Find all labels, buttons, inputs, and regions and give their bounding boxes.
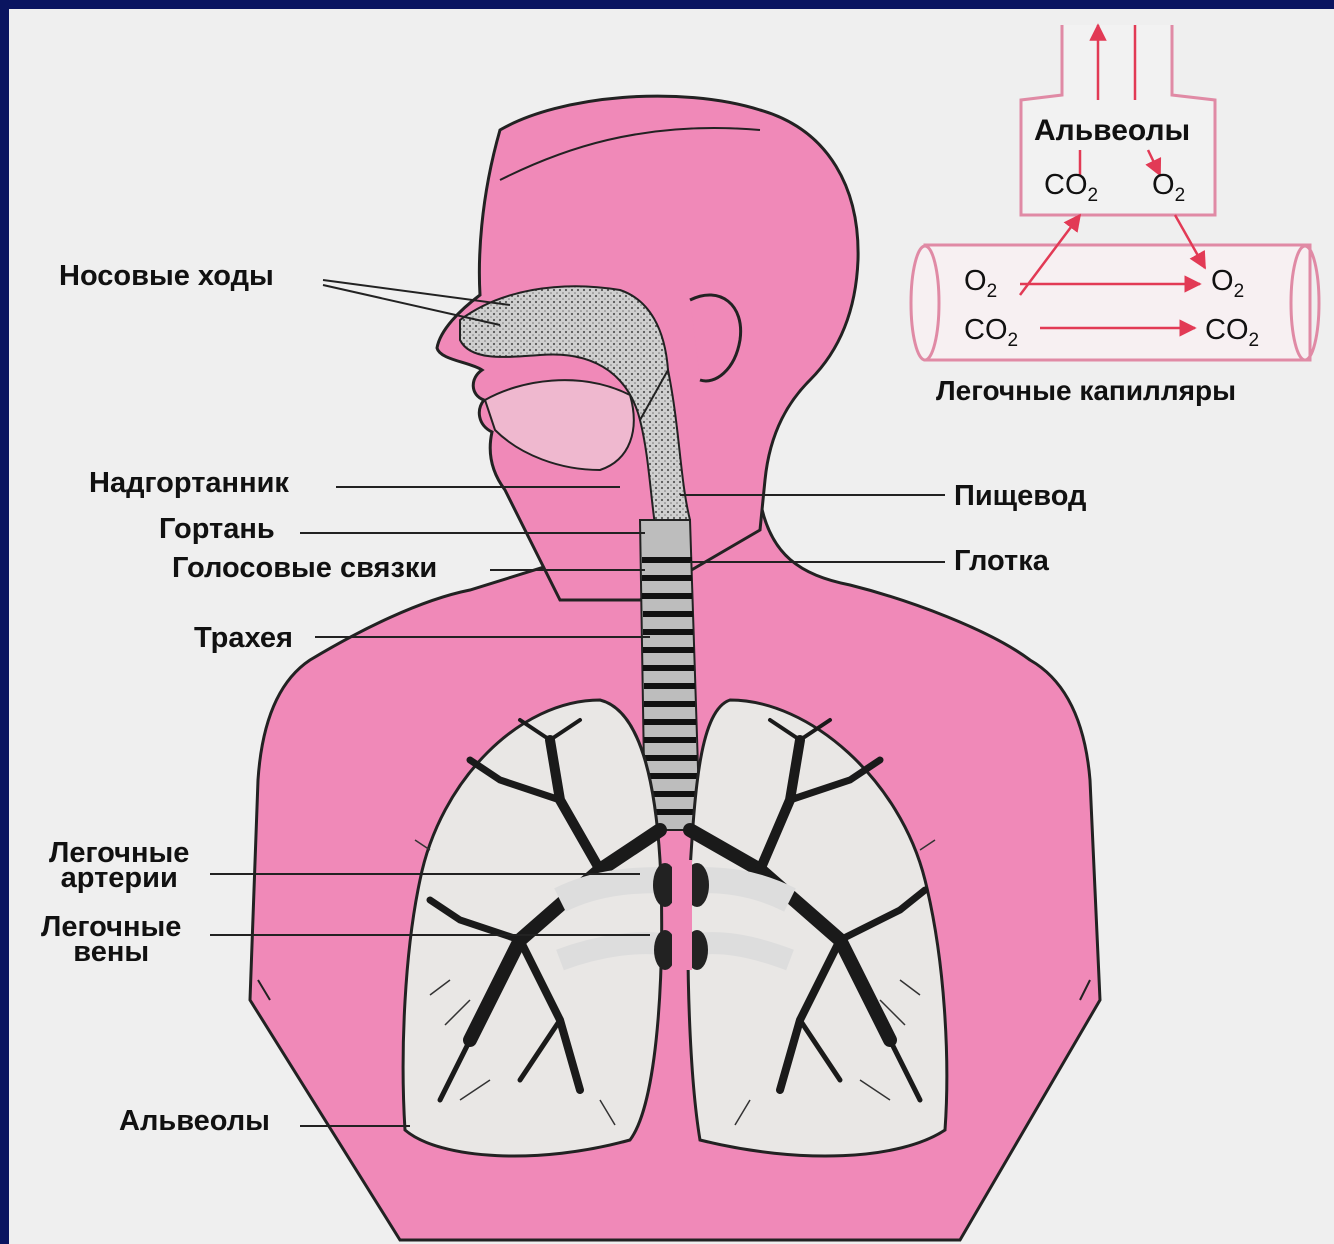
- co2-subscript: 2: [1088, 185, 1099, 206]
- label-vocal-cords: Голосовые связки: [172, 554, 437, 583]
- inset-o2-out: O2: [1211, 267, 1244, 301]
- co2-symbol: CO: [1205, 314, 1249, 346]
- label-pulmonary-arteries: Легочные артерии: [49, 841, 189, 891]
- label-esophagus: Пищевод: [954, 482, 1086, 511]
- label-nasal-passages: Носовые ходы: [59, 262, 274, 291]
- label-alveoli: Альвеолы: [119, 1107, 270, 1136]
- o2-subscript: 2: [1234, 281, 1245, 302]
- inset-o2-in: O2: [964, 267, 997, 301]
- label-pulmonary-arteries-line2: артерии: [49, 866, 189, 891]
- inset-co2-alveolus: CO2: [1044, 171, 1098, 205]
- inset-alveoli-label: Альвеолы: [1034, 116, 1190, 146]
- inset-co2-in: CO2: [964, 316, 1018, 350]
- label-pulmonary-veins: Легочные вены: [41, 915, 181, 965]
- o2-subscript: 2: [987, 281, 998, 302]
- label-trachea: Трахея: [194, 624, 293, 653]
- co2-subscript: 2: [1249, 330, 1260, 351]
- o2-symbol: O: [964, 265, 987, 297]
- o2-symbol: O: [1211, 265, 1234, 297]
- inset-o2-alveolus: O2: [1152, 171, 1185, 205]
- co2-symbol: CO: [964, 314, 1008, 346]
- inset-co2-out: CO2: [1205, 316, 1259, 350]
- inset-capillaries-label: Легочные капилляры: [936, 377, 1236, 405]
- label-pharynx: Глотка: [954, 547, 1049, 576]
- co2-subscript: 2: [1008, 330, 1019, 351]
- diagram-canvas: Альвеолы CO2 O2 O2 CO2 O2 CO2 Легочные к…: [9, 9, 1334, 1244]
- co2-symbol: CO: [1044, 169, 1088, 201]
- o2-subscript: 2: [1175, 185, 1186, 206]
- label-pulmonary-veins-line2: вены: [41, 940, 181, 965]
- gas-exchange-inset: [911, 25, 1319, 360]
- label-larynx: Гортань: [159, 515, 275, 544]
- o2-symbol: O: [1152, 169, 1175, 201]
- label-epiglottis: Надгортанник: [89, 469, 289, 498]
